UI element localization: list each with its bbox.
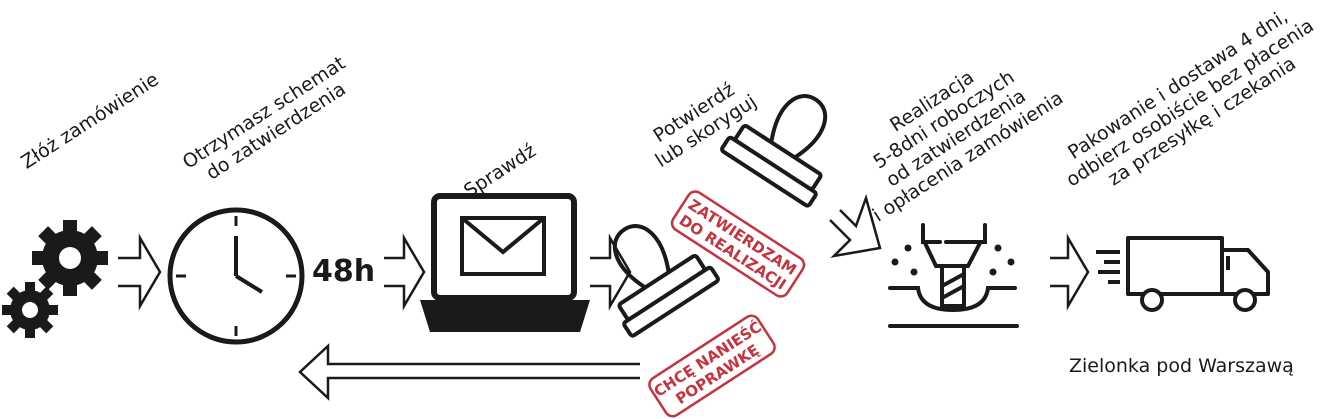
truck-icon [1096,236,1270,312]
location-label: Zielonka pod Warszawą [1069,355,1294,377]
arrow-right-icon [1050,233,1090,311]
stamp-icon [720,94,828,208]
feedback-arrow-icon [298,343,640,401]
arrow-right-icon [590,233,632,311]
stamp-icon [612,224,720,338]
laptop-mail-icon [420,193,590,332]
arrow-right-icon [384,233,426,311]
gears-icon [2,220,108,338]
arrow-down-right-icon [829,193,882,258]
correct-stamp-imprint: CHCĘ NANIEŚĆ POPRAWKĘ [648,314,776,418]
arrow-right-icon [118,233,162,311]
turnaround-label: 48h [312,254,376,289]
clock-icon [167,207,305,345]
cnc-mill-icon [888,223,1019,328]
